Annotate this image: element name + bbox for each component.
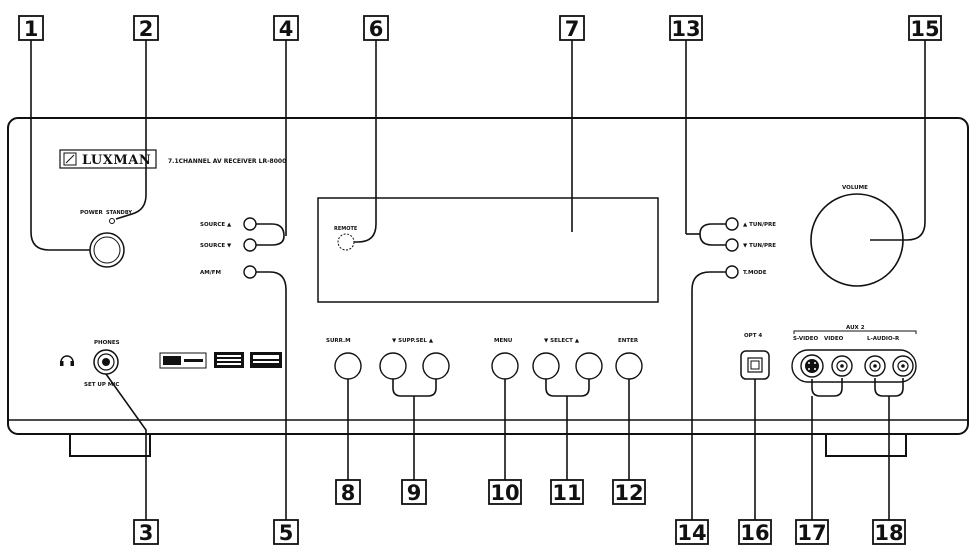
surrm-label: SURR.M [326, 338, 351, 344]
brand-logo: LUXMAN [59, 149, 157, 169]
callout-2: 2 [133, 15, 159, 41]
headphone-icon [60, 355, 74, 366]
surrm-button[interactable] [334, 352, 362, 380]
menu-button[interactable] [491, 352, 519, 380]
select-down-button[interactable] [532, 352, 560, 380]
callout-14: 14 [675, 519, 709, 545]
callout-14-text: 14 [677, 521, 706, 545]
select-label: ▼ SELECT ▲ [544, 338, 580, 344]
callout-1-text: 1 [24, 17, 39, 41]
callout-9-text: 9 [407, 481, 422, 505]
callout-7: 7 [559, 15, 585, 41]
volume-label: VOLUME [842, 185, 868, 191]
display-window [317, 197, 659, 303]
svideo-label: S-VIDEO [793, 336, 818, 342]
video-label: VIDEO [824, 336, 844, 342]
aux2-bracket [793, 330, 917, 334]
remote-label: REMOTE [334, 226, 358, 232]
menu-label: MENU [494, 338, 512, 344]
callout-10: 10 [488, 479, 522, 505]
callout-8-text: 8 [341, 481, 356, 505]
aux2-panel [791, 349, 917, 383]
callout-13: 13 [669, 15, 703, 41]
setup-mic-label: SET UP MIC [84, 382, 119, 388]
amfm-button[interactable] [243, 265, 257, 279]
callout-15: 15 [908, 15, 942, 41]
tunpre-down-button[interactable] [725, 238, 739, 252]
callout-18-text: 18 [874, 521, 903, 545]
standby-label: STANDBY [106, 210, 132, 216]
callout-12: 12 [612, 479, 646, 505]
callout-16-text: 16 [740, 521, 769, 545]
suppsel-label: ▼ SUPP.SEL ▲ [392, 338, 434, 344]
source-up-button[interactable] [243, 217, 257, 231]
suppsel-up-button[interactable] [422, 352, 450, 380]
tunpre-up-label: ▲ TUN/PRE [743, 222, 776, 228]
callout-3: 3 [133, 519, 159, 545]
callout-5-text: 5 [279, 521, 294, 545]
certification-logos [159, 352, 282, 369]
callout-15-text: 15 [910, 17, 939, 41]
callout-1: 1 [18, 15, 44, 41]
callout-10-text: 10 [490, 481, 519, 505]
audio-l-jack[interactable] [864, 355, 886, 377]
audio-label: L-AUDIO-R [867, 336, 900, 342]
callout-17-text: 17 [797, 521, 826, 545]
tunpre-up-button[interactable] [725, 217, 739, 231]
callout-6-text: 6 [369, 17, 384, 41]
leader-lines [30, 40, 926, 520]
callout-7-text: 7 [565, 17, 580, 41]
source-down-button[interactable] [243, 238, 257, 252]
callout-6: 6 [363, 15, 389, 41]
callout-16: 16 [738, 519, 772, 545]
svideo-jack[interactable] [800, 354, 824, 378]
enter-button[interactable] [615, 352, 643, 380]
amfm-label: AM/FM [200, 270, 221, 276]
power-label: POWER [80, 210, 104, 216]
select-up-button[interactable] [575, 352, 603, 380]
tunpre-down-label: ▼ TUN/PRE [743, 243, 776, 249]
aux2-label: AUX 2 [846, 325, 865, 331]
left-foot [69, 434, 151, 457]
phones-jack[interactable] [93, 349, 119, 375]
power-button[interactable] [89, 232, 125, 268]
suppsel-down-button[interactable] [379, 352, 407, 380]
video-jack[interactable] [831, 355, 853, 377]
callout-18: 18 [872, 519, 906, 545]
audio-r-jack[interactable] [892, 355, 914, 377]
source-up-label: SOURCE ▲ [200, 222, 232, 228]
tmode-button[interactable] [725, 265, 739, 279]
receiver-body [7, 117, 969, 435]
callout-12-text: 12 [614, 481, 643, 505]
brand-text: LUXMAN [82, 153, 151, 168]
callout-8: 8 [335, 479, 361, 505]
callout-9: 9 [401, 479, 427, 505]
optical-input-port[interactable] [740, 350, 770, 380]
remote-sensor [337, 233, 355, 251]
callout-13-text: 13 [671, 17, 700, 41]
model-text: 7.1CHANNEL AV RECEIVER LR-8000 [168, 158, 286, 165]
callout-11: 11 [550, 479, 584, 505]
enter-label: ENTER [618, 338, 639, 344]
callout-11-text: 11 [552, 481, 581, 505]
source-down-label: SOURCE ▼ [200, 243, 232, 249]
callout-4-text: 4 [279, 17, 294, 41]
opt4-label: OPT 4 [744, 333, 762, 339]
right-foot [825, 434, 907, 457]
standby-led [109, 218, 115, 224]
tmode-label: T.MODE [743, 270, 767, 276]
callout-4: 4 [273, 15, 299, 41]
callout-5: 5 [273, 519, 299, 545]
callout-17: 17 [795, 519, 829, 545]
phones-label: PHONES [94, 340, 120, 346]
callout-2-text: 2 [139, 17, 154, 41]
callout-3-text: 3 [139, 521, 154, 545]
